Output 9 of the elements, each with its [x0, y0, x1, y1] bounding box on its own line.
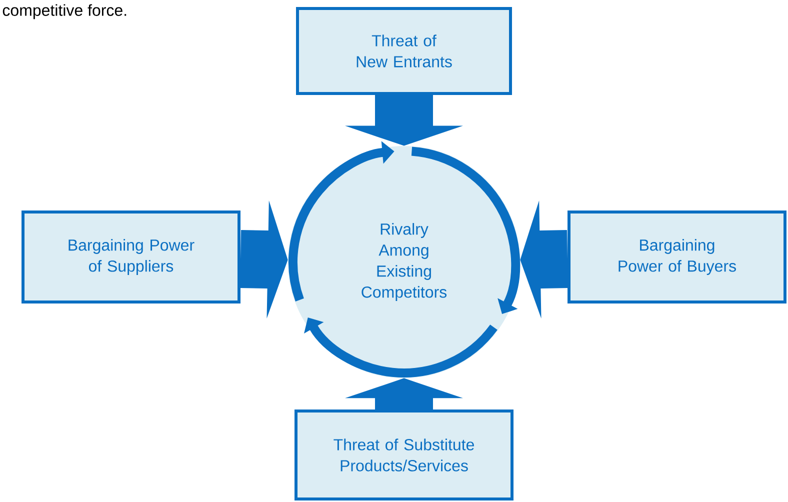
- block-arrow: [520, 200, 568, 318]
- force-box: Threat of New Entrants: [296, 7, 512, 95]
- force-box: Threat of Substitute Products/Services: [294, 409, 514, 500]
- block-arrow: [345, 95, 463, 146]
- note-text: competitive force.: [2, 4, 126, 20]
- block-arrow: [345, 378, 463, 410]
- force-box: Bargaining Power of Buyers: [568, 210, 786, 304]
- force-box: Bargaining Power of Suppliers: [22, 210, 240, 304]
- block-arrow: [240, 200, 288, 318]
